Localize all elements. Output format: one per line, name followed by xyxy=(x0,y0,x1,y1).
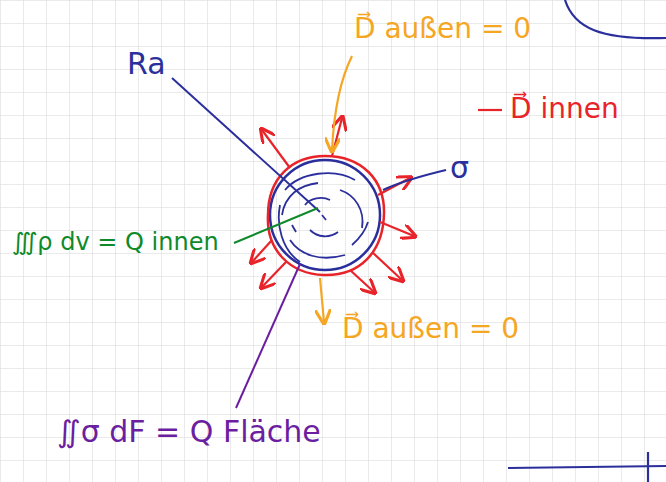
sigma-leader xyxy=(383,170,446,190)
d-inner-leader xyxy=(478,109,502,111)
field-label: D⃗ innen xyxy=(508,92,621,126)
surface-leader xyxy=(236,264,300,408)
frame-fragment xyxy=(565,0,666,38)
volume-integral: ∭ρ dv = Q innen xyxy=(10,228,221,257)
frame-fragment xyxy=(647,452,649,482)
surface-integral: ∬σ dF = Q Fläche xyxy=(55,414,323,450)
field-label: D⃗ außen = 0 xyxy=(352,12,533,46)
sphere-outline xyxy=(270,160,380,270)
volume-leader xyxy=(234,208,318,243)
radius-line xyxy=(172,78,320,212)
radius-label: Ra xyxy=(125,46,168,82)
frame-fragment xyxy=(508,466,666,468)
outer-field-arrow xyxy=(320,278,324,322)
field-label: D⃗ außen = 0 xyxy=(340,312,521,346)
surface-outline xyxy=(268,156,384,275)
charge-density-label: σ xyxy=(448,150,471,186)
outer-field-arrow xyxy=(332,56,352,150)
